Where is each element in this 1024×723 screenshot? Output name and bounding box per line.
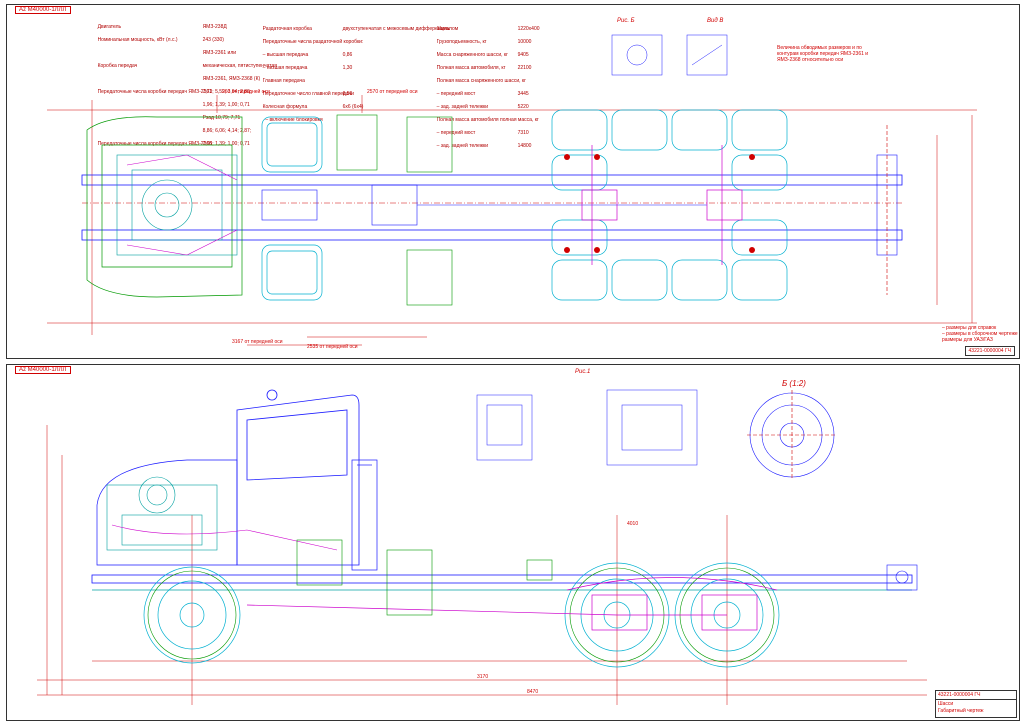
spec-line: Масса снаряженного шасси, кг [436, 51, 508, 58]
spec-line: Главная передача [262, 77, 305, 84]
legend-line: размеры для УАЗ/ГАЗ [942, 337, 993, 343]
spec-value: 8,86; 6,06; 4,14; 2,87; [202, 127, 252, 134]
title-sub: Габаритный чертеж [938, 708, 984, 714]
view-title-ris-1: Рис.1 [575, 369, 591, 375]
spec-value: 5220 [517, 103, 529, 110]
sheet-tag: Az М40000-1ЛЛЛ [15, 366, 71, 374]
spec-value: 2,05; 1,39; 1,00; 0,71 [202, 140, 250, 147]
spec-line: – зад. задней тележки [436, 103, 489, 110]
spec-line: Грузоподъемность, кг [436, 38, 487, 45]
legend-line: – размеры для справок [942, 325, 997, 331]
dim-label: 4010 [627, 521, 638, 527]
view-title-ris-b: Рис. Б [617, 18, 635, 24]
dim-label: 960 от передней оси [222, 88, 270, 95]
spec-line: Раздаточная коробка [262, 25, 312, 32]
spec-mid-values: двухступенчатая с межосевым дифференциал… [337, 19, 459, 130]
dim-label: 8470 [527, 689, 538, 695]
spec-line: Полная масса автомобиля полная масса, кг [436, 116, 539, 123]
legend-block: – размеры для справок – размеры в сбороч… [942, 325, 1018, 343]
spec-left-labels: Двигатель Номинальная мощность, кВт (л.с… [92, 17, 212, 154]
legend-line: – размеры в сборочном чертеже [942, 331, 1018, 337]
title-block: 43221-0000004 ГЧ Шасси Габаритный чертеж [935, 690, 1017, 718]
spec-value: Рзад 10,79; 7,71 [202, 114, 241, 121]
spec-value: 9405 [517, 51, 529, 58]
spec-value: ЯМЗ-2361, ЯМЗ-2368 (К) [202, 75, 261, 82]
spec-line: Передаточные числа коробки передач ЯМЗ-2… [97, 88, 212, 95]
spec-value: механическая, пятиступенчатая [202, 62, 277, 69]
spec-line: Коробка передач [97, 62, 138, 69]
spec-mid-labels: Раздаточная коробка Передаточные числа р… [257, 19, 364, 130]
spec-value: 3445 [517, 90, 529, 97]
note-top-right: Величина обводимых размеров и по контура… [777, 45, 869, 63]
sheet-stamp: 43221-0000004 ГЧ [964, 346, 1015, 356]
spec-value: 1220х400 [517, 25, 540, 32]
front-wheel [143, 566, 241, 664]
spec-value: 1,96; 1,39; 1,00; 0,71 [202, 101, 250, 108]
spec-value: 6х6 (6х4) [342, 103, 364, 110]
spec-line: Номинальная мощность, кВт (л.с.) [97, 36, 178, 43]
spec-line: – включение блокировки [262, 116, 323, 123]
spec-value: 7310 [517, 129, 529, 136]
spec-value: двухступенчатая с межосевым дифференциал… [342, 25, 459, 32]
view-title-b: Б (1:2) [782, 379, 806, 388]
spec-value: 14800 [517, 142, 532, 149]
dim-label: 3170 [477, 674, 488, 680]
side-view-sheet: Az М40000-1ЛЛЛ Рис.1 Б (1:2) 8470 4010 3… [6, 364, 1020, 721]
spec-right-values: 1220х400 10000 9405 22100 3445 5220 7310… [512, 19, 540, 156]
view-title-vid-v: Вид В [707, 18, 724, 24]
spec-line: Передаточное число главной передачи [262, 90, 354, 97]
title-name: Шасси [938, 701, 954, 707]
spec-line: Полная масса автомобиля, кг [436, 64, 506, 71]
spec-value: 0,86 [342, 51, 353, 58]
flange-detail [747, 390, 837, 480]
spec-line: Шины [436, 25, 451, 32]
spec-line: – зад. задней тележки [436, 142, 489, 149]
spec-value: ЯМЗ-2361 или [202, 49, 237, 56]
spec-left-values: ЯМЗ-238Д 243 (330) ЯМЗ-2361 или механиче… [197, 17, 277, 154]
spec-line: Передаточные числа коробки передач ЯМЗ-2… [97, 140, 212, 147]
dim-label: 2535 от передней оси [307, 343, 358, 350]
spec-line: Колесная формула [262, 103, 308, 110]
spec-line: Двигатель [97, 23, 122, 30]
spec-value: 10000 [517, 38, 532, 45]
spec-value: 6,59 [342, 90, 353, 97]
dim-label: 3167 от передней оси [232, 338, 283, 345]
plan-view-sheet: Az М40000-1ЛЛЛ 43221-0000004 ГЧ Двигател… [6, 4, 1020, 359]
side-view-drawing: 8470 4010 3170 [37, 389, 927, 705]
spec-value: 7,73; 5,52; 3,94; 2,80; [202, 88, 252, 95]
spec-line: – низшая передача [262, 64, 308, 71]
plan-view-drawing: 960 от передней оси 2570 от передней оси… [47, 34, 977, 350]
spec-line: Передаточные числа раздаточной коробки: [262, 38, 364, 45]
spec-line: Полная масса снаряженного шасси, кг [436, 77, 526, 84]
spec-line: – высшая передача [262, 51, 309, 58]
sheet-tag: Az М40000-1ЛЛЛ [15, 6, 71, 14]
spec-value: ЯМЗ-238Д [202, 23, 227, 30]
title-code: 43221-0000004 ГЧ [936, 691, 1016, 700]
spec-value: 243 (330) [202, 36, 224, 43]
spec-value: 1,30 [342, 64, 353, 71]
spec-value: 22100 [517, 64, 532, 71]
dim-label: 2570 от передней оси [367, 88, 418, 95]
spec-line: – передний мост [436, 90, 476, 97]
